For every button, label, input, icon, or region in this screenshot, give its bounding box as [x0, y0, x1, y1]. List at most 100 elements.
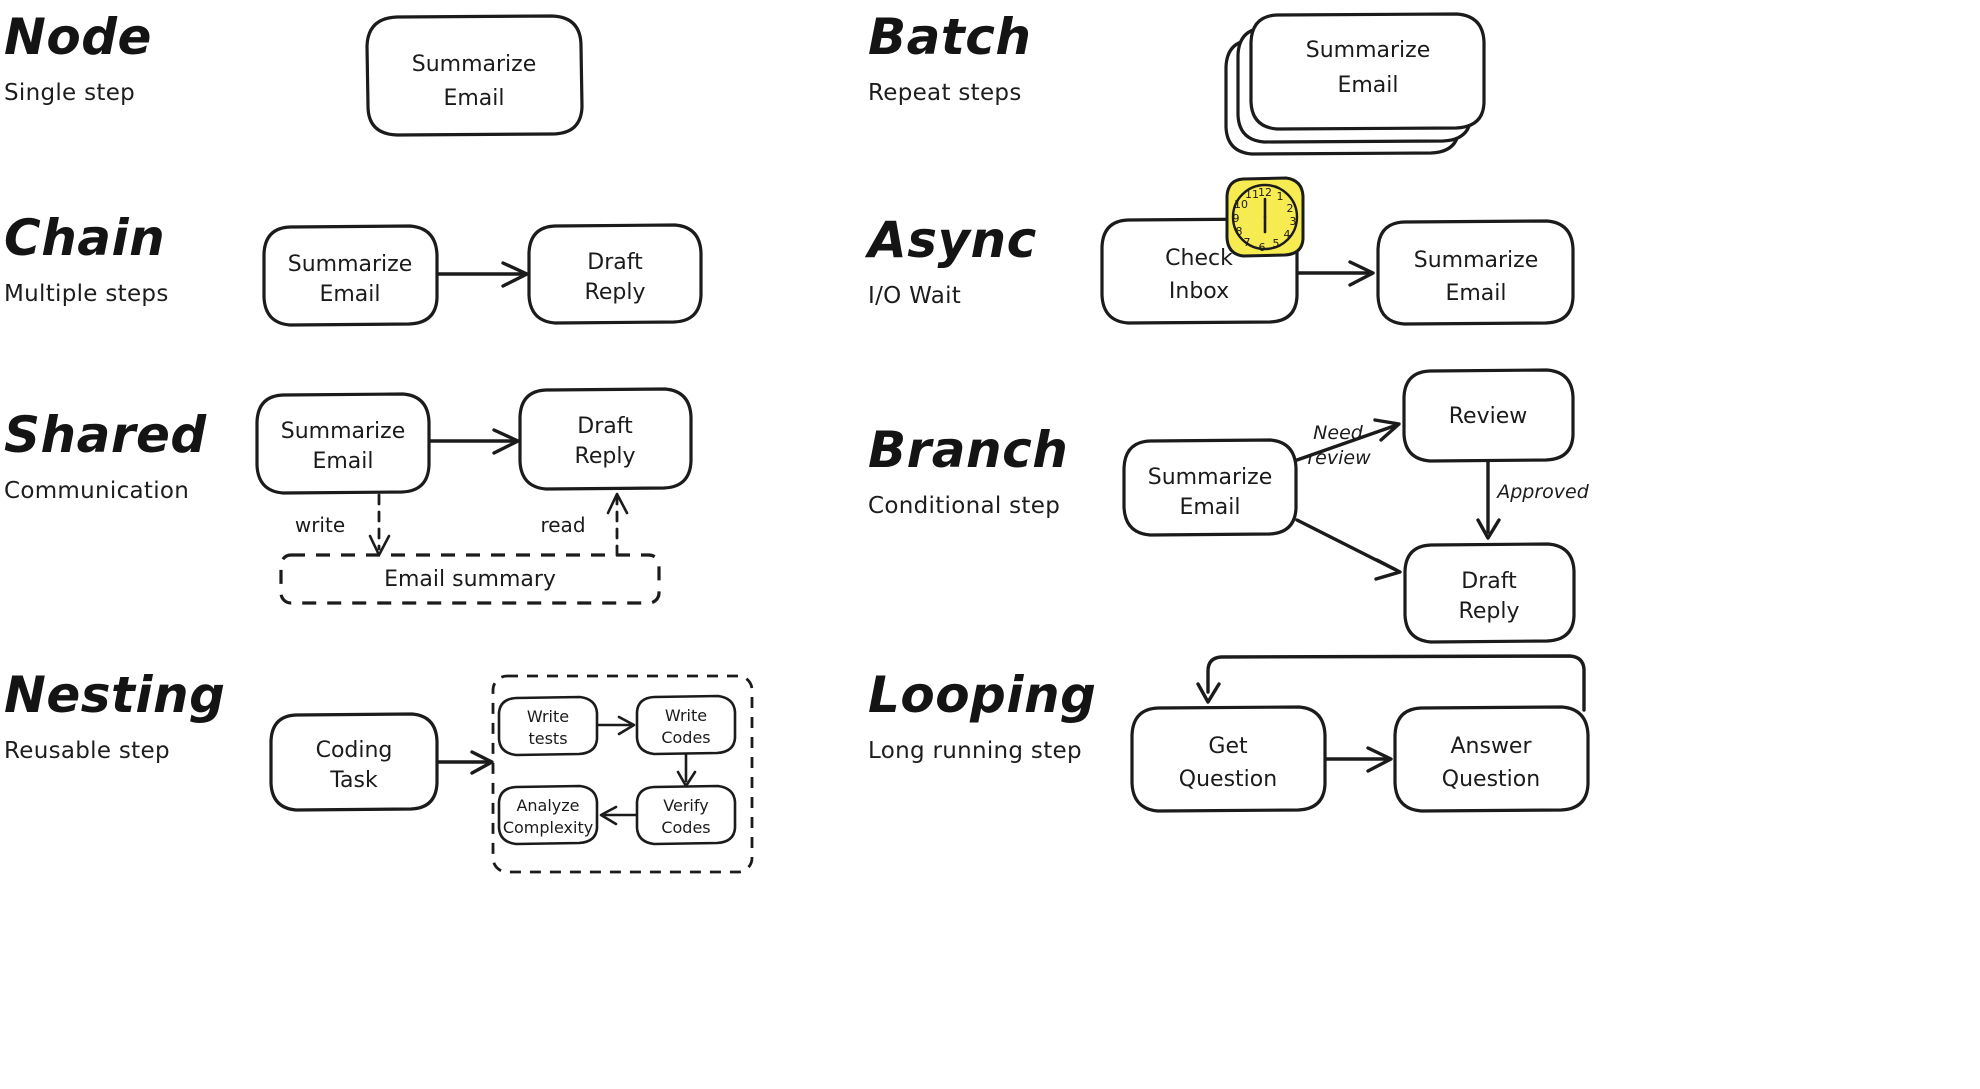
looping-edge-forward-arrowhead — [1366, 746, 1393, 773]
section-branch-subtitle: Conditional step — [868, 493, 1061, 519]
async-box-summarize-email[interactable] — [1376, 219, 1575, 326]
nesting-box-verify-codes[interactable] — [635, 784, 737, 846]
section-branch-label: Branch Conditional step — [868, 425, 1198, 519]
batch-label-line2: Email — [1337, 73, 1398, 98]
async-node1-line2: Inbox — [1169, 279, 1229, 304]
nesting-node2-line2: tests — [528, 729, 567, 748]
looping-node1-line2: Question — [1179, 767, 1277, 792]
shared-edge-read-arrowhead — [606, 492, 629, 515]
clock-num-5: 5 — [1273, 237, 1280, 250]
nesting-node3-line1: Write — [665, 706, 707, 725]
section-shared-title: Shared — [4, 406, 207, 464]
nesting-node4-line1: Verify — [663, 796, 708, 815]
section-async-label: Async I/O Wait — [868, 215, 1198, 309]
section-batch: Batch Repeat steps Summarize Email — [868, 0, 1980, 180]
chain-node1-line1: Summarize — [288, 252, 413, 277]
section-batch-title: Batch — [868, 8, 1032, 66]
looping-box-get-question[interactable] — [1130, 705, 1327, 813]
section-looping-title: Looping — [868, 666, 1097, 724]
shared-store-label: Email summary — [384, 567, 556, 592]
chain-edge-1-arrowhead — [501, 261, 529, 288]
branch-box-summarize-email[interactable] — [1122, 438, 1298, 537]
looping-edge-loopback — [1206, 654, 1586, 712]
nesting-node1-line1: Coding — [316, 738, 393, 763]
section-chain-label: Chain Multiple steps — [4, 213, 334, 307]
branch-node3-line2: Reply — [1459, 599, 1520, 624]
section-nesting-label: Nesting Reusable step — [4, 670, 334, 764]
section-chain: Chain Multiple steps Summarize Email Dra… — [0, 195, 990, 360]
batch-label-line1: Summarize — [1306, 38, 1431, 63]
clock-num-4: 4 — [1284, 228, 1291, 241]
nesting-box-coding-task[interactable] — [269, 712, 439, 812]
async-node2-line1: Summarize — [1414, 248, 1539, 273]
clock-num-2: 2 — [1287, 202, 1294, 215]
looping-edge-loopback-arrowhead — [1196, 682, 1221, 704]
section-node-label: Node Single step — [4, 12, 334, 106]
section-shared-subtitle: Communication — [4, 478, 190, 504]
shared-store-email-summary[interactable] — [279, 553, 661, 605]
section-nesting-title: Nesting — [4, 666, 226, 724]
section-node: Node Single step Summarize Email — [0, 0, 990, 170]
section-async-title: Async — [868, 211, 1037, 269]
nesting-box-analyze-complexity[interactable] — [497, 784, 599, 846]
clock-icon: 12 1 2 3 4 5 6 7 8 9 10 11 — [1225, 176, 1305, 258]
async-node1-line1: Check — [1165, 246, 1233, 271]
nesting-node2-line1: Write — [527, 707, 569, 726]
section-batch-subtitle: Repeat steps — [868, 80, 1022, 106]
branch-edge-approved-arrowhead — [1476, 518, 1501, 540]
section-shared-label: Shared Communication — [4, 410, 334, 504]
section-async-subtitle: I/O Wait — [868, 283, 962, 309]
clock-num-3: 3 — [1290, 215, 1297, 228]
section-looping-label: Looping Long running step — [868, 670, 1198, 764]
chain-box-draft-reply[interactable] — [527, 223, 703, 325]
section-shared: Shared Communication Summarize Email Dra… — [0, 365, 990, 615]
section-chain-subtitle: Multiple steps — [4, 281, 169, 307]
batch-stack-card-1[interactable] — [1249, 12, 1486, 131]
right-column: Batch Repeat steps Summarize Email Async… — [868, 0, 1980, 1089]
clock-num-9: 9 — [1233, 212, 1240, 225]
node-box-summarize-email[interactable] — [365, 14, 584, 137]
chain-box-summarize-email[interactable] — [262, 224, 439, 327]
nesting-edge-4-arrowhead — [599, 805, 618, 826]
section-chain-title: Chain — [4, 209, 166, 267]
shared-edge-write-label: write — [295, 513, 345, 537]
nesting-node5-line1: Analyze — [516, 796, 579, 815]
shared-node2-line2: Reply — [575, 444, 636, 469]
branch-box-review[interactable] — [1402, 368, 1575, 463]
looping-node1-line1: Get — [1208, 734, 1248, 759]
shared-edge-read-label: read — [540, 513, 585, 537]
node-label-line2: Email — [443, 86, 504, 111]
nesting-node4-line2: Codes — [661, 818, 710, 837]
left-column: Node Single step Summarize Email Chain M… — [0, 0, 990, 874]
nesting-node3-line2: Codes — [661, 728, 710, 747]
clock-num-6: 6 — [1259, 241, 1266, 254]
branch-edge-need-review — [1295, 424, 1396, 462]
looping-node2-line2: Question — [1442, 767, 1540, 792]
shared-box-draft-reply[interactable] — [518, 387, 693, 491]
clock-num-11: 11 — [1245, 188, 1259, 201]
nesting-box-write-codes[interactable] — [635, 694, 737, 756]
branch-box-draft-reply[interactable] — [1403, 542, 1576, 644]
nesting-node5-line2: Complexity — [503, 818, 593, 837]
looping-node2-line1: Answer — [1450, 734, 1532, 759]
branch-node1-line2: Email — [1179, 495, 1240, 520]
section-branch-title: Branch — [868, 421, 1069, 479]
chain-node1-line2: Email — [319, 282, 380, 307]
section-node-title: Node — [4, 8, 152, 66]
async-node2-line2: Email — [1445, 281, 1506, 306]
looping-box-answer-question[interactable] — [1393, 705, 1590, 813]
chain-node2-line2: Reply — [585, 280, 646, 305]
clock-num-7: 7 — [1244, 236, 1251, 249]
nesting-box-write-tests[interactable] — [497, 695, 599, 757]
branch-edge-direct-arrowhead — [1374, 558, 1402, 581]
shared-node1-line2: Email — [312, 449, 373, 474]
branch-edge-need-review-label1: Need — [1313, 422, 1364, 444]
branch-node2-label: Review — [1449, 404, 1528, 429]
shared-box-summarize-email[interactable] — [255, 392, 431, 495]
branch-graph: Summarize Email Review Draft Reply Need … — [1122, 368, 1590, 644]
branch-edge-approved-label: Approved — [1495, 481, 1589, 503]
section-nesting-subtitle: Reusable step — [4, 738, 170, 764]
clock-num-10: 10 — [1234, 198, 1248, 211]
nesting-node1-line2: Task — [329, 768, 378, 793]
